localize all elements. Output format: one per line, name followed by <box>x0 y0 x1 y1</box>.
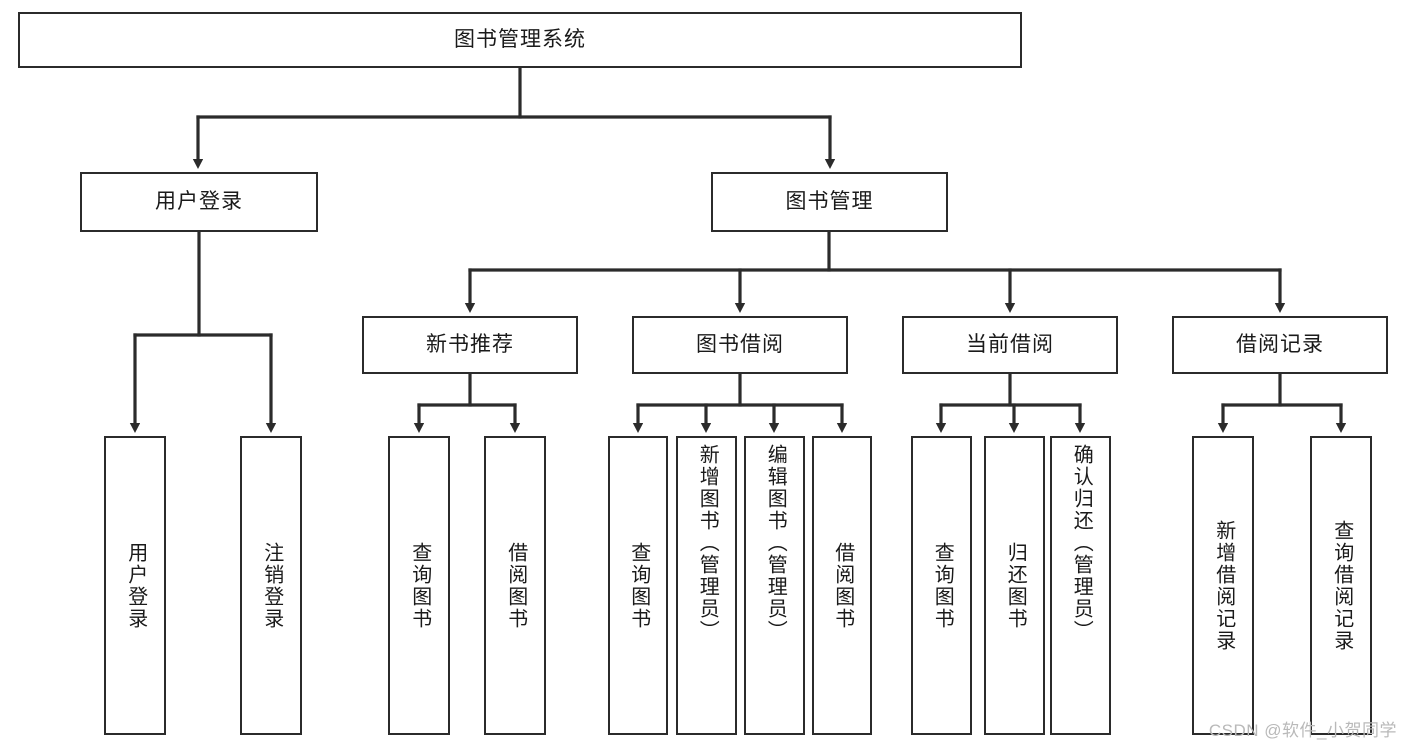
node-root-system[interactable]: 图书管理系统 <box>18 12 1022 68</box>
node-label: 借阅图书 <box>831 541 854 630</box>
node-label: 借阅图书 <box>504 541 527 630</box>
node-label: 图书管理系统 <box>454 28 586 52</box>
node-confirm-return-admin[interactable]: 确认归还（管理员） <box>1050 436 1111 735</box>
node-return-book[interactable]: 归还图书 <box>984 436 1045 735</box>
node-borrow-record[interactable]: 借阅记录 <box>1172 316 1388 374</box>
node-label: 新增图书（管理员） <box>696 444 719 642</box>
node-label: 查询借阅记录 <box>1330 519 1353 652</box>
node-add-borrow-record[interactable]: 新增借阅记录 <box>1192 436 1254 735</box>
node-query-book-3[interactable]: 查询图书 <box>911 436 972 735</box>
node-label: 查询图书 <box>931 541 954 630</box>
node-label: 借阅记录 <box>1236 333 1324 357</box>
node-label: 图书借阅 <box>696 333 784 357</box>
node-label: 用户登录 <box>155 190 243 214</box>
node-borrow-book-2[interactable]: 借阅图书 <box>812 436 872 735</box>
node-user-logout[interactable]: 注销登录 <box>240 436 302 735</box>
node-user-login[interactable]: 用户登录 <box>80 172 318 232</box>
node-current-borrow[interactable]: 当前借阅 <box>902 316 1118 374</box>
node-query-borrow-record[interactable]: 查询借阅记录 <box>1310 436 1372 735</box>
node-book-manage[interactable]: 图书管理 <box>711 172 948 232</box>
node-new-book-recommend[interactable]: 新书推荐 <box>362 316 578 374</box>
node-label: 注销登录 <box>260 541 283 630</box>
node-label: 编辑图书（管理员） <box>764 444 787 642</box>
node-label: 查询图书 <box>627 541 650 630</box>
node-book-borrow[interactable]: 图书借阅 <box>632 316 848 374</box>
node-label: 新增借阅记录 <box>1212 519 1235 652</box>
node-query-book-2[interactable]: 查询图书 <box>608 436 668 735</box>
node-label: 当前借阅 <box>966 333 1054 357</box>
node-label: 图书管理 <box>785 190 874 214</box>
node-label: 用户登录 <box>124 541 147 630</box>
node-edit-book-admin[interactable]: 编辑图书（管理员） <box>744 436 805 735</box>
node-user-login-do[interactable]: 用户登录 <box>104 436 166 735</box>
node-label: 确认归还（管理员） <box>1070 444 1093 642</box>
node-label: 归还图书 <box>1004 541 1027 630</box>
node-add-book-admin[interactable]: 新增图书（管理员） <box>676 436 737 735</box>
node-label: 查询图书 <box>408 541 431 630</box>
csdn-watermark: CSDN @软件_小贺同学 <box>1208 721 1397 740</box>
node-query-book-1[interactable]: 查询图书 <box>388 436 450 735</box>
node-label: 新书推荐 <box>426 333 514 357</box>
node-borrow-book-1[interactable]: 借阅图书 <box>484 436 546 735</box>
